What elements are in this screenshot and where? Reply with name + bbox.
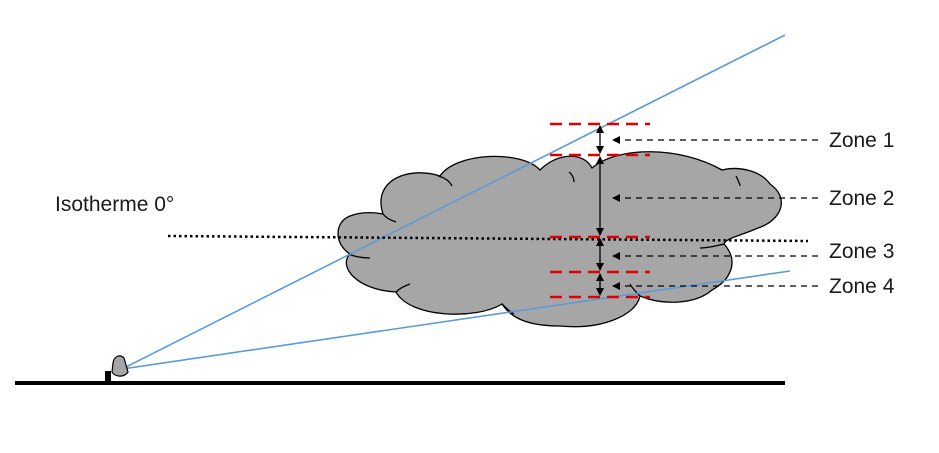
beam-lower xyxy=(121,270,791,370)
zone-3-label: Zone 3 xyxy=(829,240,894,263)
zone-leaders xyxy=(612,136,818,290)
zone-2-label: Zone 2 xyxy=(829,187,894,210)
radar-dish-icon xyxy=(105,355,129,383)
isotherm-label: Isotherme 0° xyxy=(55,193,174,216)
beam-upper xyxy=(121,34,786,370)
zone-1-label: Zone 1 xyxy=(829,129,894,152)
isotherm-line xyxy=(167,234,809,243)
zone-boundaries xyxy=(550,122,650,299)
zone-4-label: Zone 4 xyxy=(829,275,895,298)
